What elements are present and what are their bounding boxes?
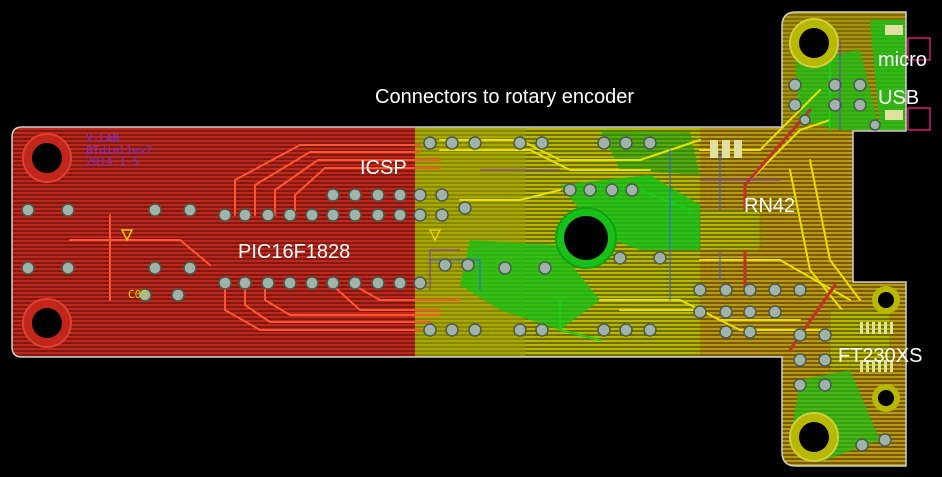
silk-line-2: BTdial1ev7 (86, 143, 153, 157)
label-pic: PIC16F1828 (238, 241, 351, 263)
label-usb: USB (878, 87, 920, 109)
silk-line-3: 2014-1-5 (86, 155, 139, 169)
silk-board-info: V-LAB BTdial1ev7 2014-1-5 (86, 133, 152, 168)
green-pour-2 (460, 240, 600, 330)
label-micro: micro (878, 49, 927, 71)
silk-c05: C05 (128, 288, 148, 301)
label-connectors: Connectors to rotary encoder (375, 86, 635, 108)
label-rn42: RN42 (744, 195, 796, 217)
through-hole-pads (21, 78, 892, 452)
mounting-holes (22, 18, 900, 462)
label-ft230xs: FT230XS (838, 345, 923, 367)
label-icsp: ICSP (360, 157, 407, 179)
silkscreen-marks (429, 40, 841, 290)
silk-line-1: V-LAB (86, 132, 120, 145)
board-outline (11, 11, 907, 467)
top-copper-pour (12, 12, 420, 466)
